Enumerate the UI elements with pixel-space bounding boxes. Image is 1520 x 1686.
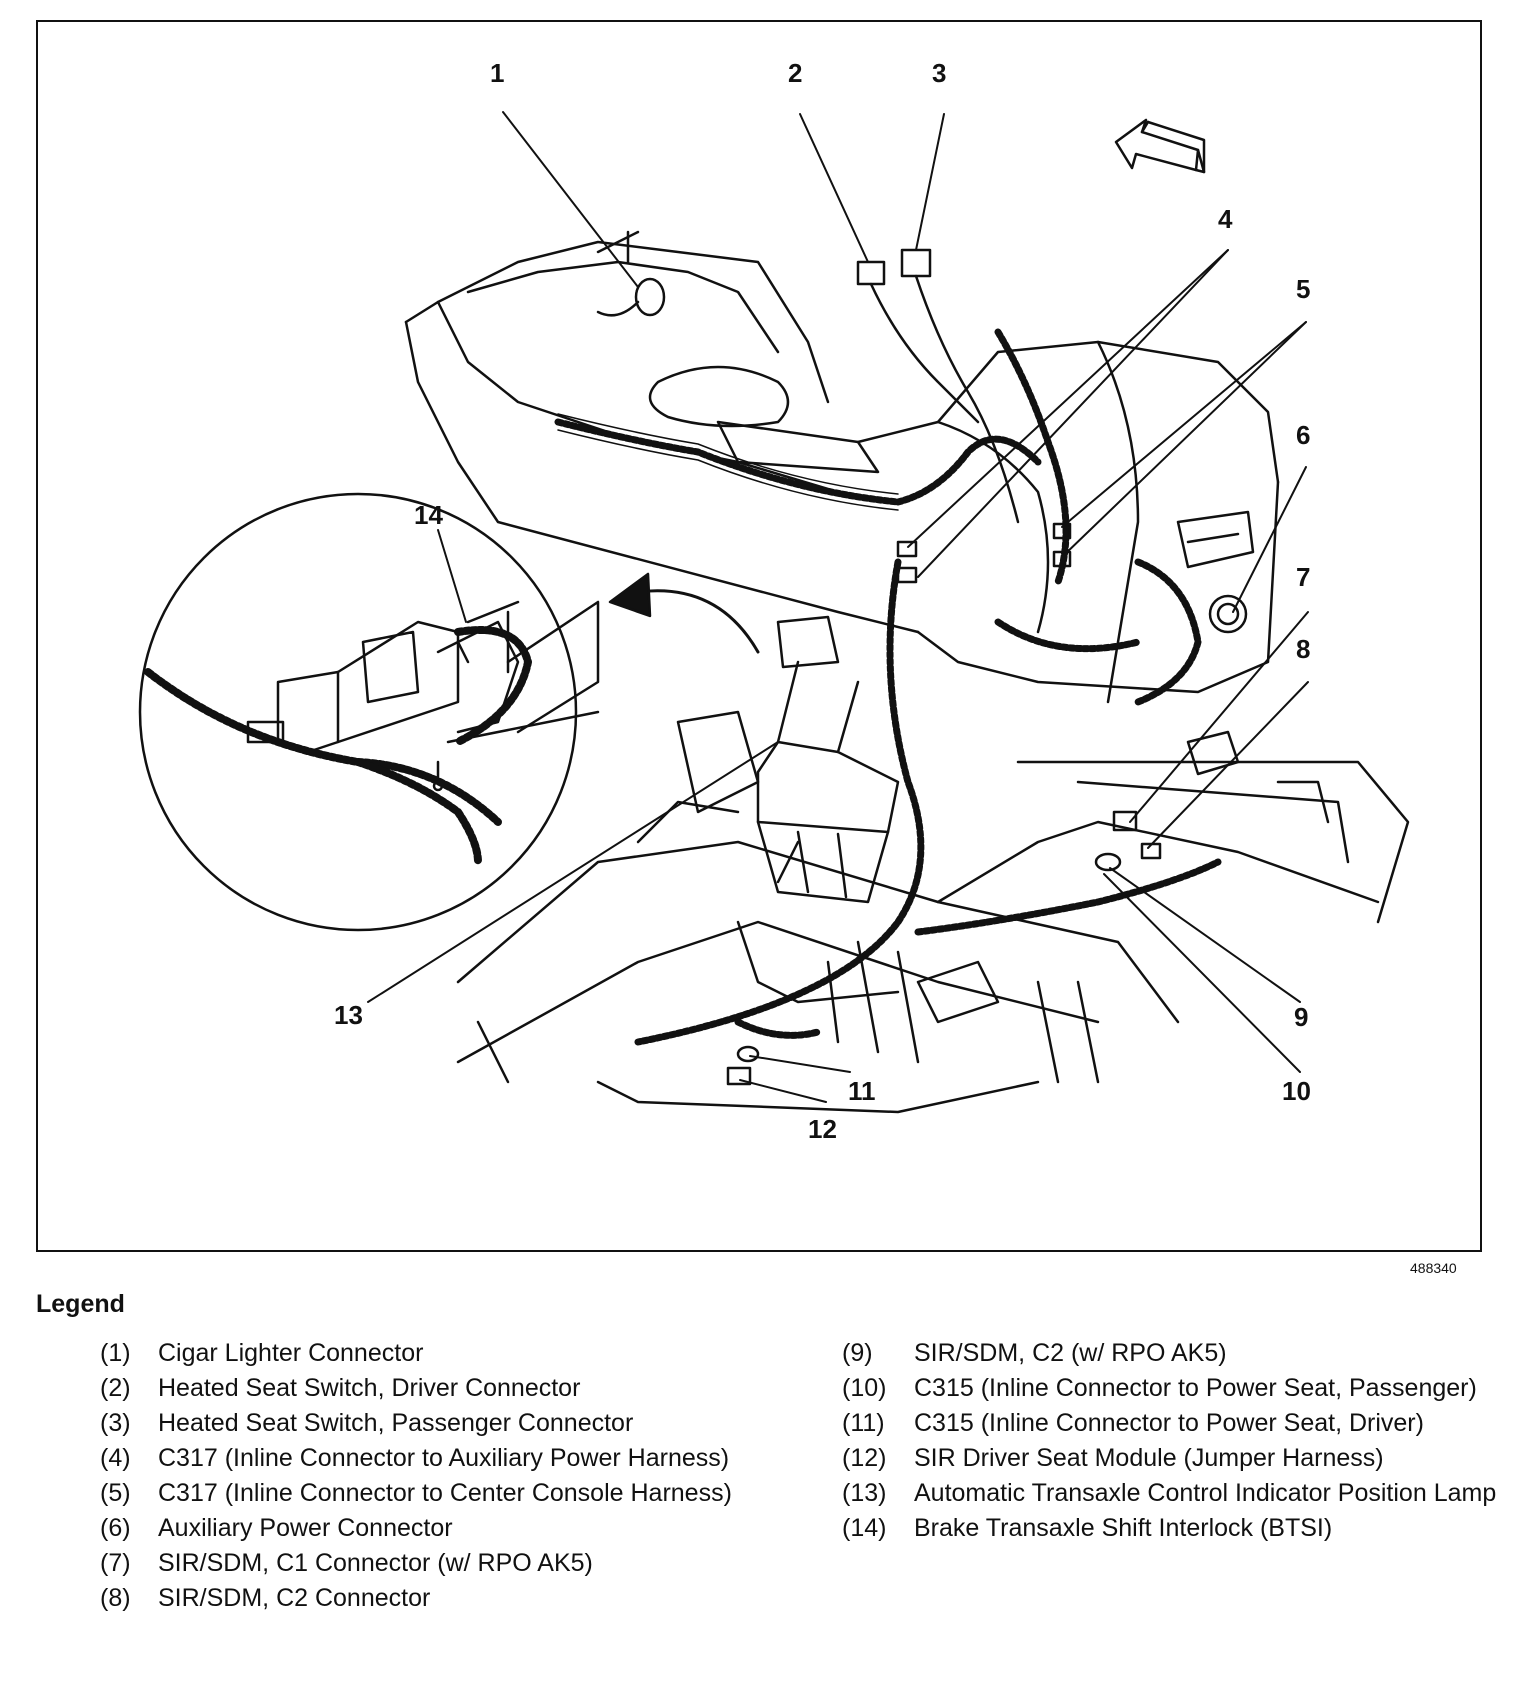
legend-item: (8) SIR/SDM, C2 Connector bbox=[100, 1583, 760, 1614]
legend-item-number: (3) bbox=[100, 1409, 131, 1437]
legend-item-number: (1) bbox=[100, 1339, 131, 1367]
legend-item-desc: Heated Seat Switch, Driver Connector bbox=[158, 1374, 581, 1402]
legend-left-column: (1) Cigar Lighter Connector (2) Heated Sea… bbox=[100, 1338, 760, 1618]
callout-4: 4 bbox=[1218, 204, 1233, 234]
legend-item-desc: SIR/SDM, C1 Connector (w/ RPO AK5) bbox=[158, 1549, 593, 1577]
legend-item: (9) SIR/SDM, C2 (w/ RPO AK5) bbox=[842, 1338, 1502, 1369]
callout-12: 12 bbox=[808, 1114, 837, 1144]
legend-item-number: (12) bbox=[842, 1444, 887, 1472]
legend-item-desc: C317 (Inline Connector to Center Console… bbox=[158, 1479, 732, 1507]
legend-item-number: (2) bbox=[100, 1374, 131, 1402]
legend-item-desc: C317 (Inline Connector to Auxiliary Powe… bbox=[158, 1444, 730, 1472]
inset-harness bbox=[144, 626, 532, 866]
legend-item-desc: Cigar Lighter Connector bbox=[158, 1339, 424, 1367]
leader-lines bbox=[367, 111, 1309, 1103]
legend-item-number: (11) bbox=[842, 1409, 885, 1437]
figure-id: 488340 bbox=[1410, 1260, 1457, 1276]
console-wiring-illustration: 1 2 3 4 5 6 7 8 9 10 11 12 13 14 bbox=[138, 58, 1410, 1144]
legend-item: (1) Cigar Lighter Connector bbox=[100, 1338, 760, 1369]
floor-pan bbox=[456, 710, 1410, 1114]
callout-11: 11 bbox=[848, 1076, 876, 1106]
legend-item: (13) Automatic Transaxle Control Indicato… bbox=[842, 1478, 1502, 1509]
legend-item-number: (14) bbox=[842, 1514, 887, 1542]
legend-item-desc: SIR/SDM, C2 Connector bbox=[158, 1584, 431, 1612]
legend-item: (2) Heated Seat Switch, Driver Connector bbox=[100, 1373, 760, 1404]
shift-lever-assembly bbox=[756, 615, 900, 904]
legend-right-column: (9) SIR/SDM, C2 (w/ RPO AK5) (10) C315 (In… bbox=[842, 1338, 1502, 1548]
legend-item-number: (10) bbox=[842, 1374, 887, 1402]
legend-item: (12) SIR Driver Seat Module (Jumper Harne… bbox=[842, 1443, 1502, 1474]
callout-5: 5 bbox=[1296, 274, 1310, 304]
harness-outline bbox=[557, 413, 899, 511]
legend-item-desc: Automatic Transaxle Control Indicator Po… bbox=[914, 1479, 1497, 1507]
legend-item-number: (5) bbox=[100, 1479, 131, 1507]
legend-item-number: (7) bbox=[100, 1549, 131, 1577]
forward-direction-arrow bbox=[1114, 118, 1206, 174]
legend-item-number: (4) bbox=[100, 1444, 131, 1472]
callout-1: 1 bbox=[490, 58, 504, 88]
callout-8: 8 bbox=[1296, 634, 1310, 664]
legend-item-desc: C315 (Inline Connector to Power Seat, Dr… bbox=[914, 1409, 1424, 1437]
inset-pointer-arrow bbox=[636, 589, 760, 654]
legend-item: (14) Brake Transaxle Shift Interlock (BTS… bbox=[842, 1513, 1502, 1544]
callout-7: 7 bbox=[1296, 562, 1310, 592]
callout-2: 2 bbox=[788, 58, 802, 88]
center-console bbox=[404, 230, 1280, 704]
callout-10: 10 bbox=[1282, 1076, 1311, 1106]
legend-item-number: (13) bbox=[842, 1479, 887, 1507]
callout-6: 6 bbox=[1296, 420, 1310, 450]
legend-item-number: (8) bbox=[100, 1584, 131, 1612]
legend-item-number: (9) bbox=[842, 1339, 873, 1367]
legend-item: (4) C317 (Inline Connector to Auxiliary P… bbox=[100, 1443, 760, 1474]
diagram-frame: 1 2 3 4 5 6 7 8 9 10 11 12 13 14 bbox=[36, 20, 1482, 1252]
legend-item: (10) C315 (Inline Connector to Power Seat… bbox=[842, 1373, 1502, 1404]
legend-item-desc: C315 (Inline Connector to Power Seat, Pa… bbox=[914, 1374, 1477, 1402]
inset-pointer-arrowhead bbox=[608, 572, 652, 618]
callout-13: 13 bbox=[334, 1000, 363, 1030]
legend-title: Legend bbox=[36, 1290, 125, 1318]
legend-item: (11) C315 (Inline Connector to Power Seat… bbox=[842, 1408, 1502, 1439]
legend-item: (6) Auxiliary Power Connector bbox=[100, 1513, 760, 1544]
legend-item-desc: SIR Driver Seat Module (Jumper Harness) bbox=[914, 1444, 1384, 1472]
callout-3: 3 bbox=[932, 58, 946, 88]
legend-item-number: (6) bbox=[100, 1514, 131, 1542]
legend-item-desc: Heated Seat Switch, Passenger Connector bbox=[158, 1409, 634, 1437]
legend-item: (7) SIR/SDM, C1 Connector (w/ RPO AK5) bbox=[100, 1548, 760, 1579]
legend-item-desc: Brake Transaxle Shift Interlock (BTSI) bbox=[914, 1514, 1333, 1542]
callout-14: 14 bbox=[414, 500, 443, 530]
legend-item-desc: SIR/SDM, C2 (w/ RPO AK5) bbox=[914, 1339, 1227, 1367]
connectors bbox=[596, 248, 1162, 1086]
wiring-harness bbox=[554, 328, 1222, 1046]
legend-item-desc: Auxiliary Power Connector bbox=[158, 1514, 453, 1542]
callout-9: 9 bbox=[1294, 1002, 1308, 1032]
legend-item: (3) Heated Seat Switch, Passenger Connect… bbox=[100, 1408, 760, 1439]
legend-item: (5) C317 (Inline Connector to Center Cons… bbox=[100, 1478, 760, 1509]
